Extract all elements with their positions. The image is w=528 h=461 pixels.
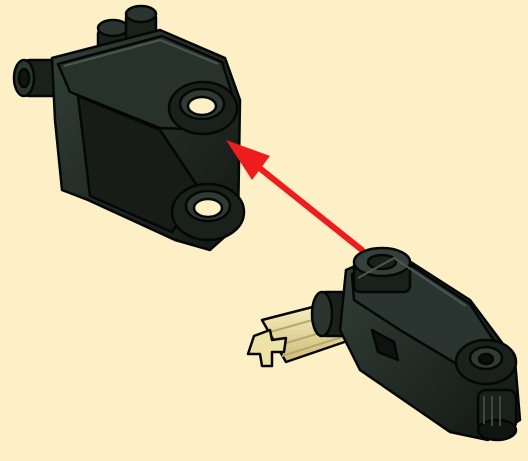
arm-top-cylinder	[354, 248, 410, 292]
bracket-bottom-hole	[172, 184, 244, 240]
arm-end-bushing	[478, 390, 516, 440]
arm-end-hole	[456, 340, 516, 384]
bracket-top-hole	[169, 82, 237, 134]
